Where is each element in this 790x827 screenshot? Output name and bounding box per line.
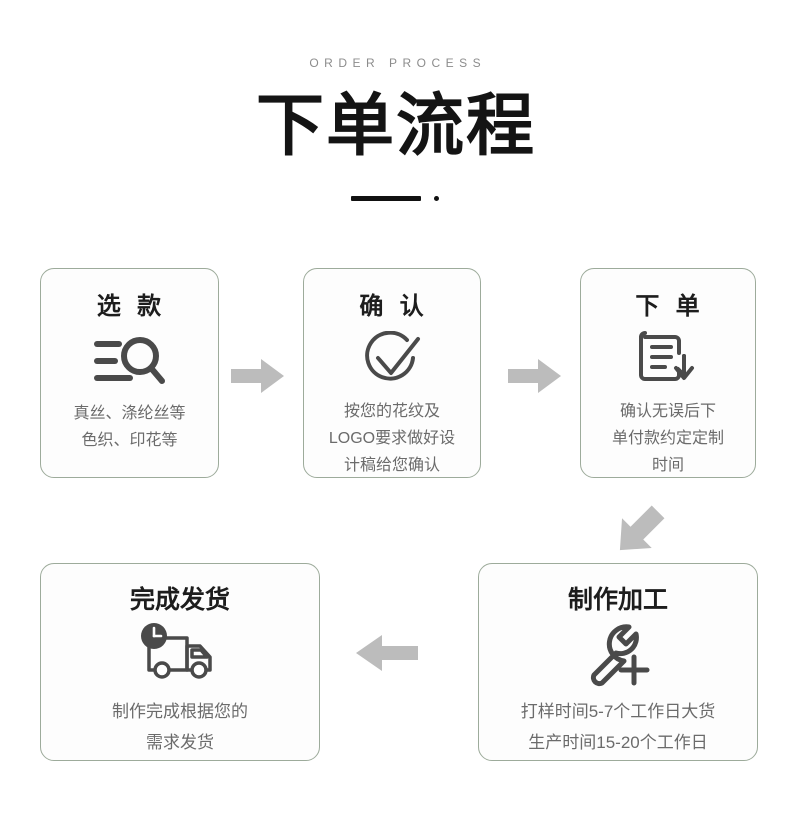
step-title: 下 单 xyxy=(635,293,701,320)
step-card-shipping[interactable]: 完成发货 制作完成根据您的 需求发货 xyxy=(40,563,320,761)
arrow-right-icon xyxy=(508,358,562,394)
step-card-production[interactable]: 制作加工 打样时间5-7个工作日大货 生产时间15-20个工作日 xyxy=(478,563,758,761)
step-description: 按您的花纹及 LOGO要求做好设 计稿给您确认 xyxy=(328,403,456,474)
arrow-left-icon xyxy=(355,633,419,673)
search-list-icon xyxy=(92,331,168,391)
step-description: 制作完成根据您的 需求发货 xyxy=(112,702,248,752)
step-card-place-order[interactable]: 下 单 确认无误后下 单付款约定定制 时间 xyxy=(580,268,756,478)
title-divider xyxy=(0,196,790,201)
step-title: 制作加工 xyxy=(567,586,668,614)
document-download-icon xyxy=(637,331,699,389)
step-card-select-style[interactable]: 选 款 真丝、涤纶丝等 色织、印花等 xyxy=(40,268,219,478)
page-title: 下单流程 xyxy=(255,88,536,164)
wrench-plus-icon xyxy=(582,620,654,688)
step-card-confirm[interactable]: 确 认 按您的花纹及 LOGO要求做好设 计稿给您确认 xyxy=(303,268,481,478)
step-title: 确 认 xyxy=(359,293,425,320)
step-description: 确认无误后下 单付款约定定制 时间 xyxy=(611,403,724,474)
check-circle-icon xyxy=(361,331,423,389)
divider-bar-icon xyxy=(351,196,421,201)
eyebrow-label: ORDER PROCESS xyxy=(309,56,487,70)
arrow-down-left-icon xyxy=(608,500,670,562)
step-title: 选 款 xyxy=(96,293,163,320)
step-title: 完成发货 xyxy=(129,586,230,614)
step-description: 真丝、涤纶丝等 色织、印花等 xyxy=(73,405,186,449)
delivery-truck-clock-icon xyxy=(137,620,223,688)
arrow-right-icon xyxy=(231,358,285,394)
divider-dot-icon xyxy=(434,196,439,201)
step-description: 打样时间5-7个工作日大货 生产时间15-20个工作日 xyxy=(520,702,716,752)
